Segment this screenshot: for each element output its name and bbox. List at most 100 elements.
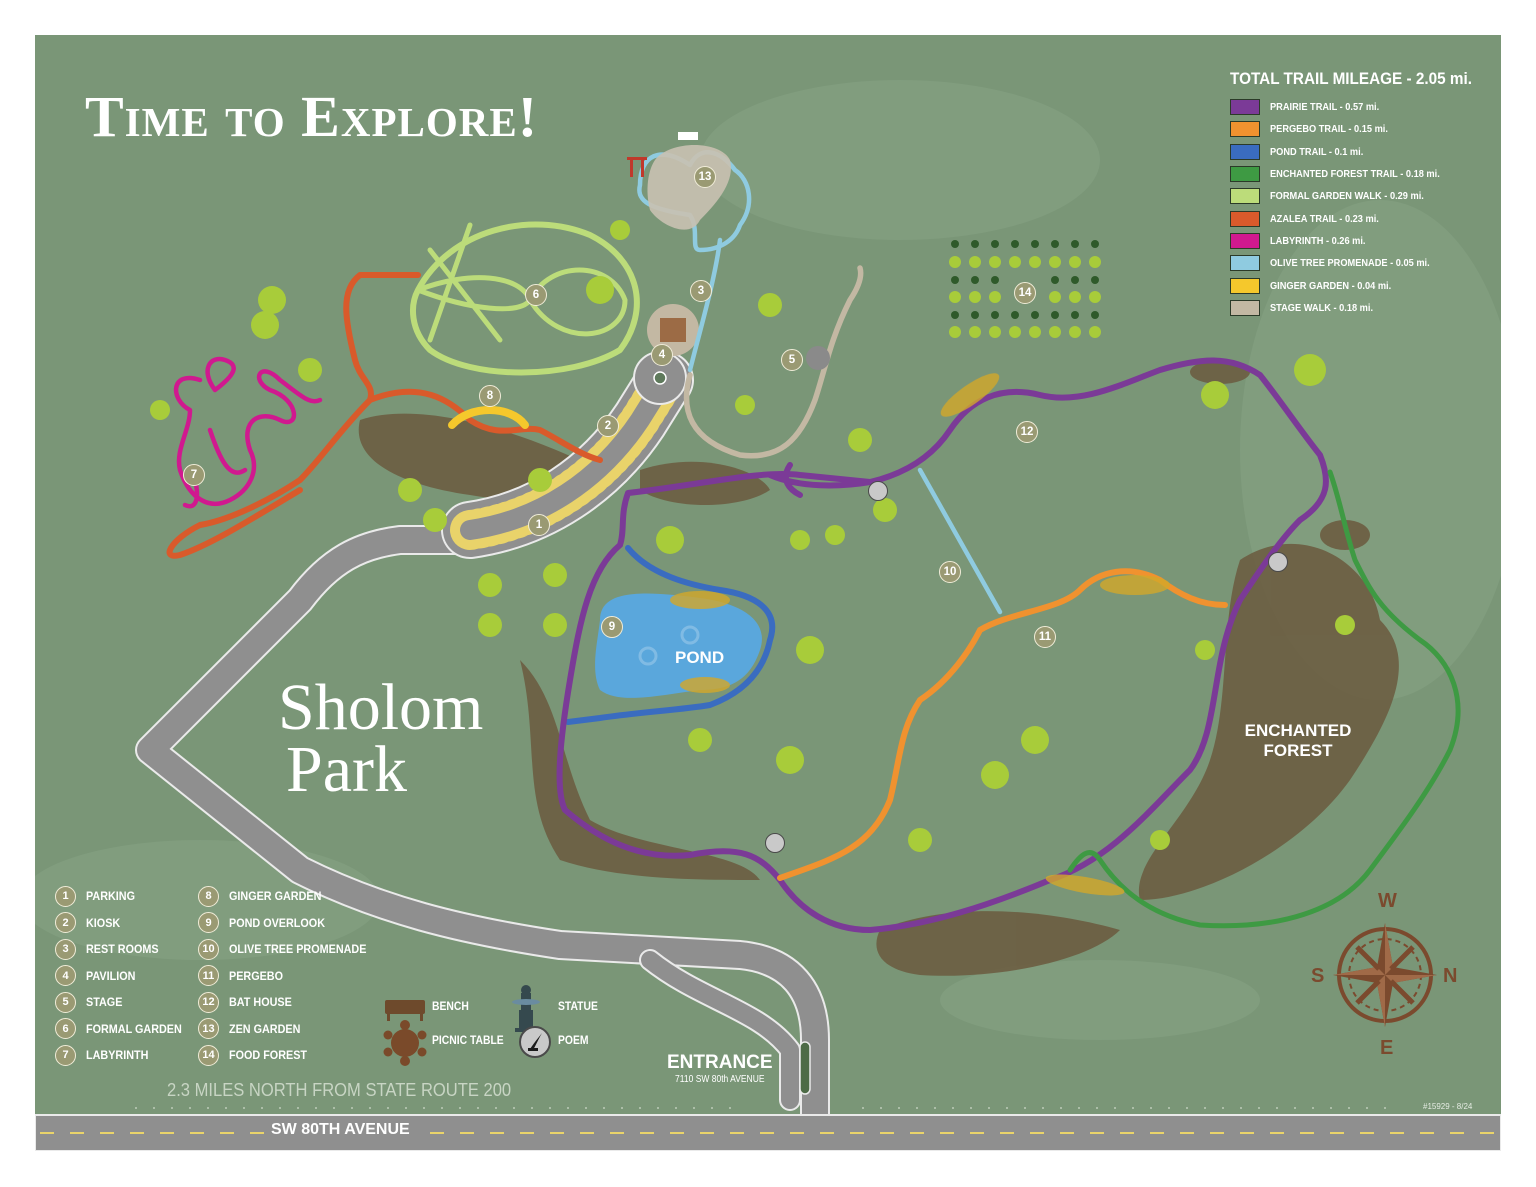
legend-row-labyrinth: LABYRINTH - 0.26 mi. — [1230, 230, 1499, 252]
poi-number-badge: 10 — [198, 938, 219, 960]
legend-label: POND TRAIL - 0.1 mi. — [1270, 145, 1364, 158]
legend-row-formal-garden-walk: FORMAL GARDEN WALK - 0.29 mi. — [1230, 185, 1499, 207]
poi-item-stage: 5 STAGE — [55, 989, 192, 1016]
legend-row-pond-trail: POND TRAIL - 0.1 mi. — [1230, 141, 1499, 163]
map-marker-parking[interactable]: 1 — [528, 514, 550, 536]
statue-legend-label: STATUE — [558, 1001, 598, 1013]
symbol-legend-icons — [383, 985, 551, 1066]
compass-label-right: N — [1443, 965, 1458, 987]
poi-number-badge: 9 — [198, 912, 219, 934]
entrance-label: ENTRANCE 7110 SW 80th AVENUE — [667, 1052, 773, 1085]
legend-label: FORMAL GARDEN WALK - 0.29 mi. — [1270, 190, 1424, 203]
poi-label: LABYRINTH — [86, 1048, 149, 1063]
map-marker-food-forest[interactable]: 14 — [1014, 282, 1036, 304]
legend-row-ginger-garden: GINGER GARDEN - 0.04 mi. — [1230, 274, 1499, 296]
poi-item-kiosk: 2 KIOSK — [55, 910, 192, 937]
brand-line-2: Park — [286, 733, 407, 806]
poem-icon[interactable] — [765, 833, 785, 853]
poi-label: FORMAL GARDEN — [86, 1021, 182, 1036]
poi-label: KIOSK — [86, 915, 121, 930]
print-code: #15929 - 8/24 — [1423, 1102, 1473, 1111]
legend-label: OLIVE TREE PROMENADE - 0.05 mi. — [1270, 257, 1430, 270]
pond-trail-swatch — [1230, 143, 1260, 160]
poi-label: FOOD FOREST — [229, 1048, 308, 1063]
enchanted-forest-label-line-2: FOREST — [1263, 741, 1333, 761]
poi-item-food-forest: 14 FOOD FOREST — [198, 1042, 382, 1069]
bench-legend-label: BENCH — [432, 1001, 469, 1013]
legend-label: STAGE WALK - 0.18 mi. — [1270, 301, 1374, 314]
map-marker-rest-rooms[interactable]: 3 — [690, 280, 712, 302]
map-marker-stage[interactable]: 5 — [781, 349, 803, 371]
compass-rose — [1333, 923, 1437, 1027]
entrance-address: 7110 SW 80th AVENUE — [675, 1074, 765, 1085]
poi-label: BAT HOUSE — [229, 995, 292, 1010]
legend-label: PRAIRIE TRAIL - 0.57 mi. — [1270, 101, 1380, 114]
map-marker-labyrinth[interactable]: 7 — [183, 464, 205, 486]
olive-tree-promenade-swatch — [1230, 255, 1260, 272]
legend-row-enchanted-forest-trail: ENCHANTED FOREST TRAIL - 0.18 mi. — [1230, 163, 1499, 185]
legend-label: GINGER GARDEN - 0.04 mi. — [1270, 279, 1392, 292]
road-name-label: SW 80TH AVENUE — [265, 1121, 416, 1139]
map-marker-pergebo[interactable]: 11 — [1034, 626, 1056, 648]
food-forest-grid — [949, 240, 1101, 338]
legend-label: ENCHANTED FOREST TRAIL - 0.18 mi. — [1270, 168, 1440, 181]
park-map: Time to Explore! Sholom Park TOTAL TRAIL… — [35, 35, 1501, 1151]
poi-label: OLIVE TREE PROMENADE — [229, 942, 367, 957]
compass-label-left: S — [1311, 965, 1325, 987]
map-marker-bat-house[interactable]: 12 — [1016, 421, 1038, 443]
pergebo-trail-swatch — [1230, 121, 1260, 138]
pond — [595, 593, 762, 698]
legend-row-stage-walk: STAGE WALK - 0.18 mi. — [1230, 297, 1499, 319]
legend-heading: TOTAL TRAIL MILEAGE - 2.05 mi. — [1230, 69, 1473, 88]
azalea-trail-swatch — [1230, 210, 1260, 227]
poem-icon[interactable] — [868, 481, 888, 501]
map-marker-pavilion[interactable]: 4 — [651, 344, 673, 366]
poi-number-badge: 12 — [198, 991, 219, 1013]
legend-label: AZALEA TRAIL - 0.23 mi. — [1270, 212, 1379, 225]
poi-item-bat-house: 12 BAT HOUSE — [198, 989, 382, 1016]
map-canvas — [35, 80, 1501, 1151]
enchanted-forest-trail-swatch — [1230, 166, 1260, 183]
roads — [135, 351, 830, 1130]
map-marker-zen-garden[interactable]: 13 — [694, 166, 716, 188]
directions-text: 2.3 MILES NORTH FROM STATE ROUTE 200 — [167, 1080, 512, 1100]
poi-number-badge: 5 — [55, 991, 76, 1013]
poem-icon[interactable] — [1268, 552, 1288, 572]
map-marker-olive-tree-promenade[interactable]: 10 — [939, 561, 961, 583]
poi-number-badge: 1 — [55, 885, 76, 907]
compass-label-bottom: E — [1380, 1037, 1394, 1059]
legend-row-pergebo-trail: PERGEBO TRAIL - 0.15 mi. — [1230, 118, 1499, 140]
labyrinth-swatch — [1230, 232, 1260, 249]
poi-label: POND OVERLOOK — [229, 915, 326, 930]
poi-number-badge: 14 — [198, 1044, 219, 1066]
picnic-table-legend-label: PICNIC TABLE — [432, 1035, 504, 1047]
poi-number-badge: 3 — [55, 938, 76, 960]
poi-number-badge: 2 — [55, 912, 76, 934]
poi-label: PAVILION — [86, 968, 136, 983]
map-marker-formal-garden[interactable]: 6 — [525, 284, 547, 306]
map-marker-kiosk[interactable]: 2 — [597, 415, 619, 437]
poi-label: ZEN GARDEN — [229, 1021, 301, 1036]
stage-walk-swatch — [1230, 299, 1260, 316]
map-marker-ginger-garden[interactable]: 8 — [479, 385, 501, 407]
poi-label: REST ROOMS — [86, 942, 159, 957]
legend-label: LABYRINTH - 0.26 mi. — [1270, 234, 1366, 247]
brand-line-1: Sholom — [278, 671, 484, 744]
map-marker-pond-overlook[interactable]: 9 — [601, 616, 623, 638]
poi-number-badge: 7 — [55, 1044, 76, 1066]
legend-row-olive-tree-promenade: OLIVE TREE PROMENADE - 0.05 mi. — [1230, 252, 1499, 274]
poi-label: GINGER GARDEN — [229, 889, 322, 904]
poi-number-badge: 11 — [198, 965, 219, 987]
legend-row-azalea-trail: AZALEA TRAIL - 0.23 mi. — [1230, 207, 1499, 229]
ginger-garden-swatch — [1230, 277, 1260, 294]
page-title: Time to Explore! — [85, 84, 539, 149]
poi-label: STAGE — [86, 995, 123, 1010]
formal-garden-walk-swatch — [1230, 188, 1260, 205]
legend-row-prairie-trail: PRAIRIE TRAIL - 0.57 mi. — [1230, 96, 1499, 118]
